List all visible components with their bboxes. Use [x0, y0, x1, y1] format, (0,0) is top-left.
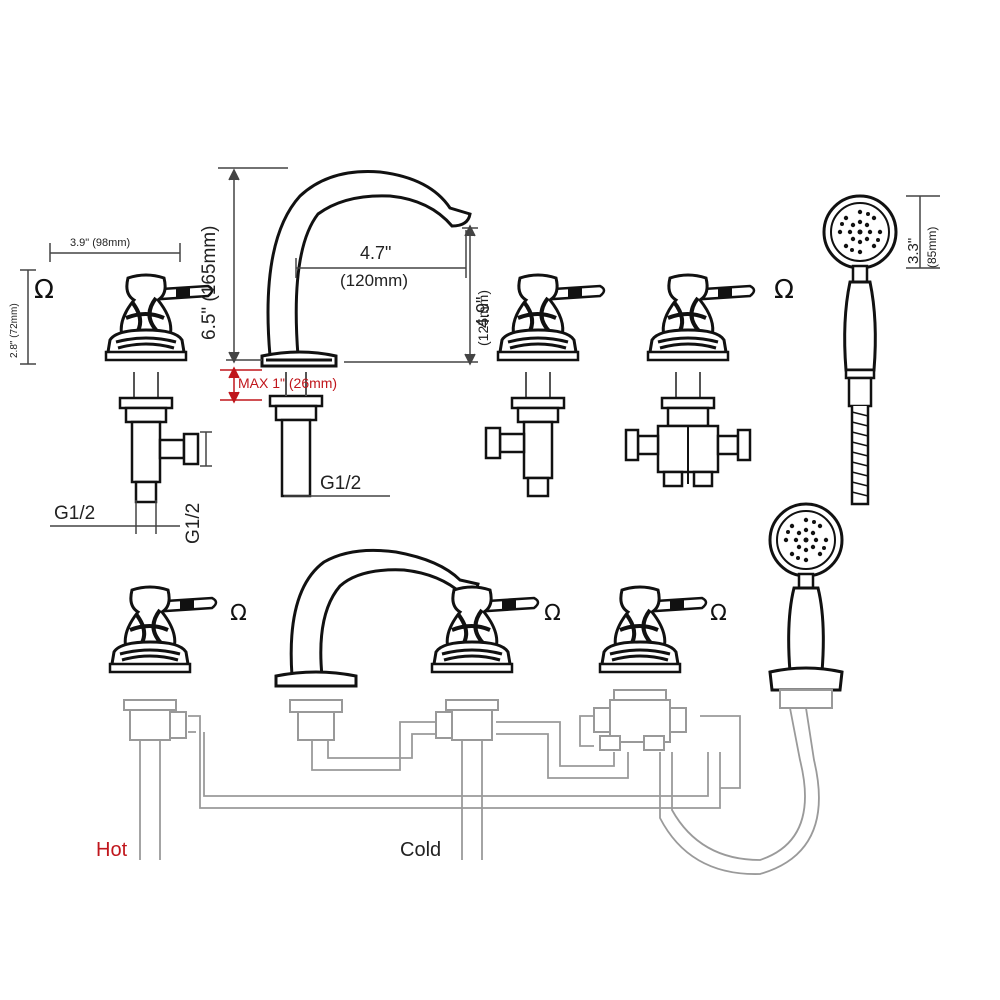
- shower-head-diameter-inch-label: 3.3": [905, 237, 922, 264]
- spout-height-dimension: [218, 167, 288, 364]
- hot-handle-mark-icon: Ω: [230, 601, 247, 626]
- deck-thickness-dimension: [220, 366, 262, 404]
- spout-top: [260, 170, 472, 498]
- cold-valve-installed: [430, 585, 540, 741]
- handle-height-label: 2.8" (72mm): [9, 303, 20, 358]
- deck-thickness-label: MAX 1" (26mm): [238, 375, 338, 391]
- handle-width-dimension: [49, 243, 181, 262]
- shower-head-diameter-mm-label: (85mm): [925, 226, 939, 268]
- diverter-valve-body-top: [624, 372, 752, 488]
- hand-shower-top: [822, 194, 898, 506]
- hot-supply-label: Hot: [96, 839, 128, 861]
- hot-valve-installed: [108, 585, 218, 741]
- hot-valve-handle-top: [104, 273, 214, 362]
- valve-thread-dimension-lines: [50, 431, 212, 534]
- shower-head-diameter-dimension: [906, 195, 940, 269]
- hot-valve-body-top: [118, 372, 200, 504]
- valve-outlet-thread-label: G1/2: [54, 503, 96, 524]
- cold-supply-label: Cold: [400, 839, 442, 861]
- spout-clearance-mm-label: (125mm): [475, 289, 491, 346]
- handle-width-label: 3.9" (98mm): [70, 237, 131, 249]
- cold-handle-mark-icon: Ω: [544, 601, 561, 626]
- diverter-valve-installed: [593, 585, 708, 751]
- spout-thread-label: G1/2: [320, 473, 362, 494]
- cold-indicator-icon: Ω: [774, 275, 794, 305]
- supply-piping: [139, 707, 820, 875]
- spout-reach-inch-label: 4.7": [360, 243, 392, 263]
- cold-valve-handle-top: [496, 273, 606, 362]
- diverter-handle-mark-icon: Ω: [710, 601, 727, 626]
- hand-shower-installed: [768, 502, 844, 709]
- handle-height-dimension: [20, 269, 36, 365]
- spout-height-label: 6.5" (165mm): [199, 225, 220, 340]
- diverter-valve-handle-top: [646, 273, 756, 362]
- valve-inlet-thread-label: G1/2: [183, 502, 204, 544]
- hot-indicator-icon: Ω: [34, 275, 54, 305]
- spout-clearance-dimension: [344, 224, 478, 366]
- cold-valve-body-top: [484, 372, 566, 498]
- spout-reach-mm-label: (120mm): [340, 271, 409, 290]
- spout-reach-dimension: [295, 230, 467, 278]
